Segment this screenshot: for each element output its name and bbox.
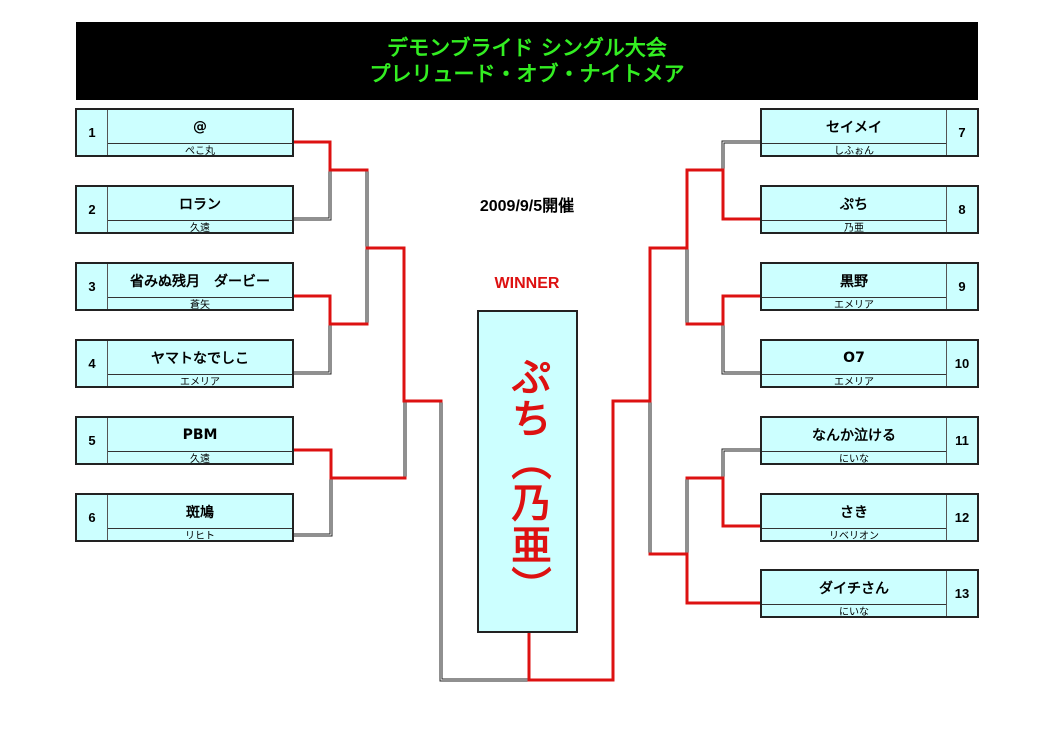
seed-number: 5 [77, 418, 108, 463]
seed-number: 1 [77, 110, 108, 155]
player-name: 省みぬ残月 ダービー [130, 273, 270, 290]
entry-box-11: 11 なんか泣けるにいな [760, 416, 979, 465]
entry-box-4: 4 ヤマトなでしこエメリア [75, 339, 294, 388]
player-name: ロラン [179, 196, 221, 213]
team-name: エメリア [762, 374, 946, 388]
title-line-1: デモンブライド シングル大会 [387, 36, 667, 60]
seed-number: 11 [946, 418, 977, 463]
player-name: @ [193, 118, 207, 135]
seed-number: 12 [946, 495, 977, 540]
team-name: にいな [762, 451, 946, 465]
team-name: 久遠 [108, 451, 292, 465]
player-name: ぷち [839, 196, 869, 213]
player-name: 斑鳩 [186, 504, 214, 521]
entry-box-6: 6 斑鳩リヒト [75, 493, 294, 542]
team-name: 久遠 [108, 220, 292, 234]
entry-box-8: 8 ぷち乃亜 [760, 185, 979, 234]
team-name: にいな [762, 604, 946, 618]
entry-box-9: 9 黒野エメリア [760, 262, 979, 311]
team-name: エメリア [762, 297, 946, 311]
event-date: 2009/9/5開催 [479, 198, 575, 215]
player-name: ダイチさん [819, 580, 889, 597]
entry-box-12: 12 さきリベリオン [760, 493, 979, 542]
entry-box-13: 13 ダイチさんにいな [760, 569, 979, 618]
player-name: なんか泣ける [812, 427, 896, 444]
entry-box-3: 3 省みぬ残月 ダービー蒼矢 [75, 262, 294, 311]
seed-number: 8 [946, 187, 977, 232]
winner-label: WINNER [494, 275, 560, 292]
player-name: PBM [182, 426, 218, 443]
player-name: さき [840, 504, 868, 521]
player-name: セイメイ [826, 119, 882, 136]
player-name: O7 [843, 349, 865, 366]
tournament-title: デモンブライド シングル大会 プレリュード・オブ・ナイトメア [76, 22, 978, 100]
seed-number: 3 [77, 264, 108, 309]
team-name: しふぉん [762, 143, 946, 157]
entry-box-7: 7 セイメイしふぉん [760, 108, 979, 157]
seed-number: 10 [946, 341, 977, 386]
seed-number: 2 [77, 187, 108, 232]
seed-number: 13 [946, 571, 977, 616]
entry-box-10: 10 O7 エメリア [760, 339, 979, 388]
seed-number: 4 [77, 341, 108, 386]
winner-box: ぷち（乃亜） [477, 310, 578, 633]
winner-name: ぷち（乃亜） [504, 356, 551, 608]
entry-box-1: 1 @ ぺこ丸 [75, 108, 294, 157]
winner-lines [292, 140, 762, 682]
player-name: ヤマトなでしこ [151, 350, 249, 367]
team-name: リベリオン [762, 528, 946, 542]
title-line-2: プレリュード・オブ・ナイトメア [369, 62, 685, 86]
seed-number: 6 [77, 495, 108, 540]
team-name: 乃亜 [762, 220, 946, 234]
entry-box-2: 2 ロラン久遠 [75, 185, 294, 234]
seed-number: 9 [946, 264, 977, 309]
team-name: エメリア [108, 374, 292, 388]
player-name: 黒野 [840, 273, 868, 290]
seed-number: 7 [946, 110, 977, 155]
team-name: ぺこ丸 [108, 143, 292, 157]
team-name: リヒト [108, 528, 292, 542]
entry-box-5: 5 PBM 久遠 [75, 416, 294, 465]
team-name: 蒼矢 [108, 297, 292, 311]
